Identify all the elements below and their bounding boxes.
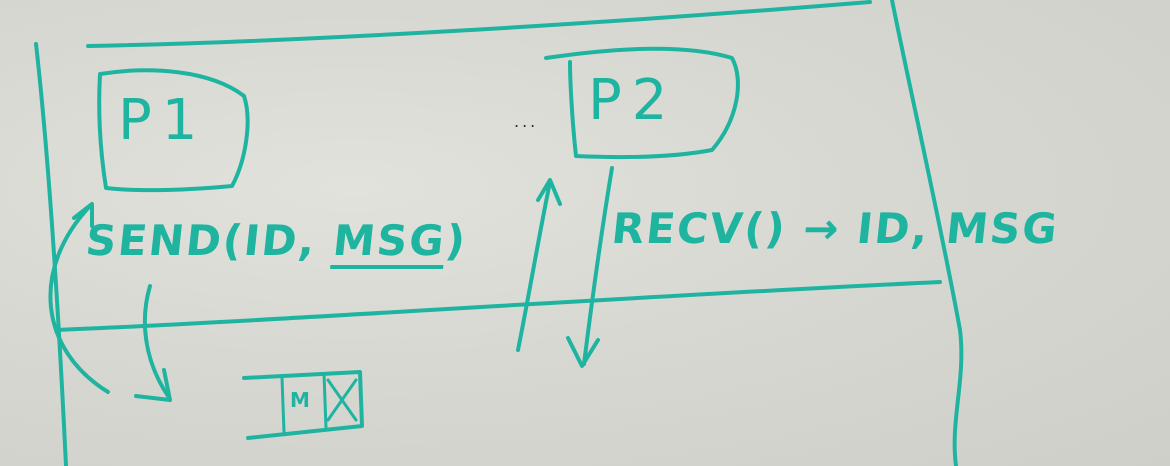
mailbox-divider-1	[280, 376, 286, 434]
mailbox-box	[242, 370, 364, 440]
p2-down-arrowhead	[566, 336, 600, 368]
ellipsis-dots: ...	[514, 112, 539, 131]
left-frame-line	[34, 42, 68, 466]
mailbox-divider-2	[322, 372, 328, 430]
mailbox-cross	[326, 378, 358, 422]
mailbox-label: M	[290, 388, 311, 412]
p2-up-arrow	[516, 180, 552, 352]
p1-label: P1	[118, 88, 208, 153]
p2-label: P2	[588, 68, 678, 133]
return-arrowhead-p1	[72, 202, 94, 228]
p2-box	[544, 46, 740, 160]
p2-up-arrowhead	[536, 178, 562, 206]
p2-down-arrow	[582, 166, 614, 366]
send-call-msg: MSG	[330, 216, 449, 269]
send-down-arrow	[142, 284, 170, 398]
kernel-boundary-line	[54, 280, 942, 332]
recv-call-label: RECV() → ID, MSG	[609, 204, 1062, 253]
send-call-label: SEND(ID, MSG)	[83, 216, 470, 269]
send-call-prefix: SEND(ID,	[83, 216, 336, 265]
send-down-arrowhead	[134, 368, 172, 402]
return-arrow-p1	[48, 204, 110, 394]
right-frame-line	[890, 0, 964, 466]
top-frame-line	[86, 0, 872, 48]
p1-box	[97, 68, 250, 193]
